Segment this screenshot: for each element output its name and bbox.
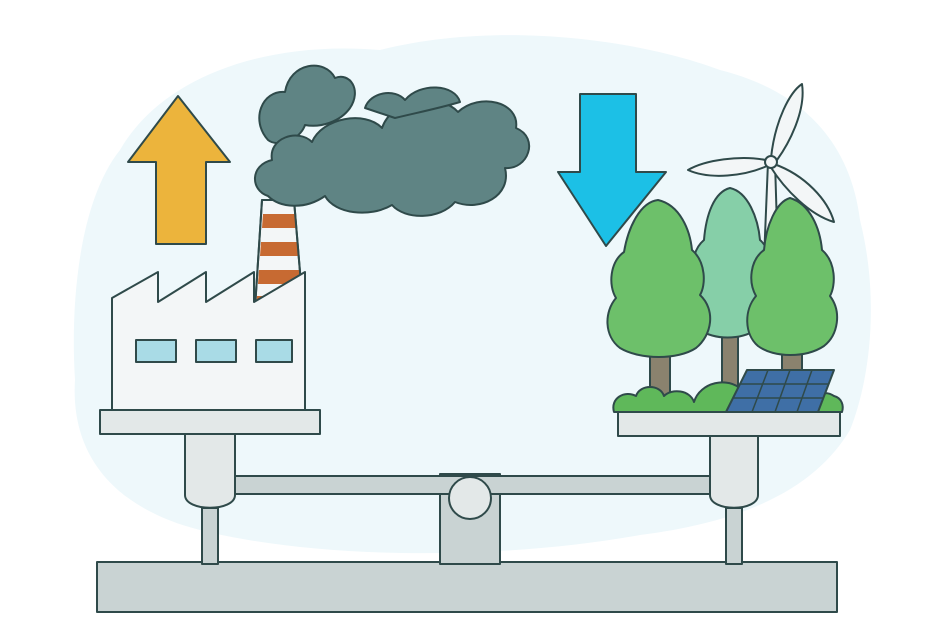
factory-window	[255, 339, 293, 363]
turbine-blade	[769, 163, 835, 223]
scale-base	[96, 561, 838, 613]
left-leg	[201, 507, 219, 565]
scale-pivot	[448, 476, 492, 520]
right-cup	[709, 433, 759, 509]
arrow-up-icon	[127, 95, 231, 245]
tree-icon	[606, 199, 712, 401]
solar-panel-icon	[725, 369, 835, 413]
turbine-blade	[770, 83, 804, 161]
right-pan	[617, 411, 841, 437]
factory-window	[195, 339, 237, 363]
right-leg	[725, 507, 743, 565]
left-pan	[99, 409, 321, 435]
smoke-cloud	[254, 64, 531, 217]
factory	[111, 199, 306, 411]
tree-icon	[689, 187, 772, 391]
left-cup	[184, 433, 236, 509]
turbine-blade	[687, 157, 768, 177]
arrow-down-icon	[557, 93, 667, 247]
turbine-hub	[764, 155, 778, 169]
grass	[612, 381, 743, 413]
factory-window	[135, 339, 177, 363]
balance-scale	[96, 409, 841, 613]
